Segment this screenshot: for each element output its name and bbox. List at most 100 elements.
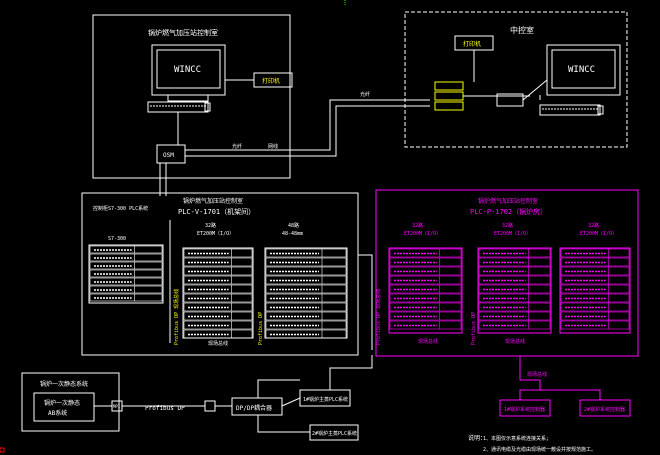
svg-text:1#锅炉主蒸PLC系统: 1#锅炉主蒸PLC系统 (303, 396, 348, 403)
module-slot (560, 302, 630, 312)
cabinet-v-title: 锅炉燃气加压站控制室 (183, 197, 243, 205)
module-slot (478, 311, 551, 321)
module-slot (265, 329, 347, 339)
svg-text:Profibus DP: Profibus DP (471, 312, 477, 345)
module-slot (478, 248, 551, 258)
module-slot (183, 257, 253, 267)
module-slot (265, 320, 347, 330)
module-slot (89, 285, 163, 294)
central-switches (434, 79, 548, 111)
module-slot (89, 253, 163, 262)
module-slot (265, 266, 347, 276)
svg-text:ET200M（I/O）: ET200M（I/O） (197, 231, 234, 237)
svg-text:锅炉一次静态系统: 锅炉一次静态系统 (40, 380, 88, 388)
cabinet-p-title: 锅炉燃气加压站控制室 (478, 197, 538, 205)
module-slot (478, 302, 551, 312)
link-label-fiber-2: 光纤 (360, 91, 370, 98)
bottom-right-systems: 现场总线 1#锅炉系统控制器 2#锅炉系统控制器 (499, 356, 631, 417)
io-rack-p3 (559, 247, 631, 334)
module-slot (478, 320, 551, 330)
module-slot (389, 302, 462, 312)
wincc-monitor: WINCC (147, 44, 226, 113)
boiler2-controller (579, 399, 631, 417)
module-slot (389, 248, 462, 258)
svg-text:2、通讯电缆及光缆由现场统一敷设并按规范施工。: 2、通讯电缆及光缆由现场统一敷设并按规范施工。 (483, 446, 596, 453)
svg-text:ET200M（I/O）: ET200M（I/O） (494, 231, 531, 237)
module-slot (89, 269, 163, 278)
svg-text:AB系统: AB系统 (48, 409, 67, 417)
module-slot (183, 293, 253, 303)
io-rack-p1 (388, 247, 463, 334)
module-slot (89, 261, 163, 270)
cabinet-v-frame (81, 192, 359, 356)
svg-text:32路: 32路 (205, 222, 216, 229)
dpdp-coupler (231, 397, 283, 416)
module-slot (478, 257, 551, 267)
svg-text:1、本图仅示意系统连接关系；: 1、本图仅示意系统连接关系； (483, 435, 551, 442)
module-slot (389, 320, 462, 330)
module-slot (389, 266, 462, 276)
svg-text:48路: 48路 (288, 222, 299, 229)
central-monitor: WINCC (539, 44, 621, 116)
keyboard (147, 101, 209, 113)
local-operator-station: 锅炉燃气加压站控制室 WINCC 打印机 OSM 光纤 网线 (92, 14, 430, 196)
svg-text:MPI: MPI (113, 404, 121, 409)
link-label-fiber-1: 光纤 (232, 143, 242, 150)
module-slot (560, 311, 630, 321)
module-slot (560, 293, 630, 303)
bus-label-v-right: Profibus DP (258, 312, 264, 345)
module-slot (265, 302, 347, 312)
module-slot (560, 284, 630, 294)
profibus-label: Profibus DP (145, 405, 185, 412)
bottom-left-systems: 锅炉一次静态系统 锅炉一次静态 AB系统 MPI Profibus DP DP/… (21, 355, 373, 441)
svg-text:现场总线: 现场总线 (505, 338, 525, 345)
svg-text:锅炉一次静态: 锅炉一次静态 (44, 399, 80, 407)
printer-central: 打印机 (454, 35, 494, 82)
svg-text:现场总线: 现场总线 (418, 338, 438, 345)
module-slot (389, 293, 462, 303)
module-slot (183, 266, 253, 276)
station-frame (92, 14, 291, 179)
cabinet-v-1701: 锅炉燃气加压站控制室 PLC-V-1701（机架间） 控制柜S7-300 PLC… (81, 192, 373, 356)
module-slot (89, 245, 163, 254)
module-slot (183, 329, 253, 339)
module-slot (265, 257, 347, 267)
cabinet-p-subtitle: PLC-P-1702（锅炉房） (470, 207, 547, 216)
central-title: 中控室 (510, 25, 534, 35)
svg-text:ET200M（I/O）: ET200M（I/O） (580, 231, 617, 237)
io-rack-p2 (477, 247, 552, 334)
module-slot (265, 311, 347, 321)
module-slot (560, 248, 630, 258)
svg-text:32路: 32路 (502, 222, 513, 229)
cabinet-v-subtitle: PLC-V-1701（机架间） (178, 207, 255, 216)
svg-text:打印机: 打印机 (463, 40, 481, 48)
notes: 说明： 1、本图仅示意系统连接关系； 2、通讯电缆及光缆由现场统一敷设并按规范施… (468, 434, 596, 453)
mouse (204, 102, 211, 112)
module-slot (389, 284, 462, 294)
bus-label-v-left: Profibus DP 现场总线 (173, 289, 180, 345)
module-slot (265, 275, 347, 285)
rack-label: S7-300 (108, 236, 126, 242)
module-slot (265, 248, 347, 258)
cabinet-p-1702: 锅炉燃气加压站控制室 PLC-P-1702（锅炉房） Profibus DP 现… (375, 189, 639, 357)
plc2-box (309, 424, 359, 441)
svg-text:说明：: 说明： (468, 434, 486, 442)
module-slot (183, 320, 253, 330)
svg-text:32路: 32路 (412, 222, 423, 229)
module-slot (478, 293, 551, 303)
svg-text:现场总线: 现场总线 (527, 371, 547, 378)
module-slot (389, 275, 462, 285)
monitor-label: WINCC (174, 65, 201, 75)
svg-text:48-48mm: 48-48mm (282, 231, 303, 237)
cpu-rack (88, 244, 164, 304)
module-slot (478, 275, 551, 285)
module-slot (183, 284, 253, 294)
boiler-static-frame (21, 372, 120, 432)
module-slot (183, 311, 253, 321)
module-slot (478, 284, 551, 294)
central-control-room: 中控室 打印机 WINCC (404, 11, 628, 148)
module-slot (560, 266, 630, 276)
svg-text:ET200M（I/O）: ET200M（I/O） (404, 231, 441, 237)
cpu-label: 控制柜S7-300 PLC系统 (93, 205, 148, 212)
